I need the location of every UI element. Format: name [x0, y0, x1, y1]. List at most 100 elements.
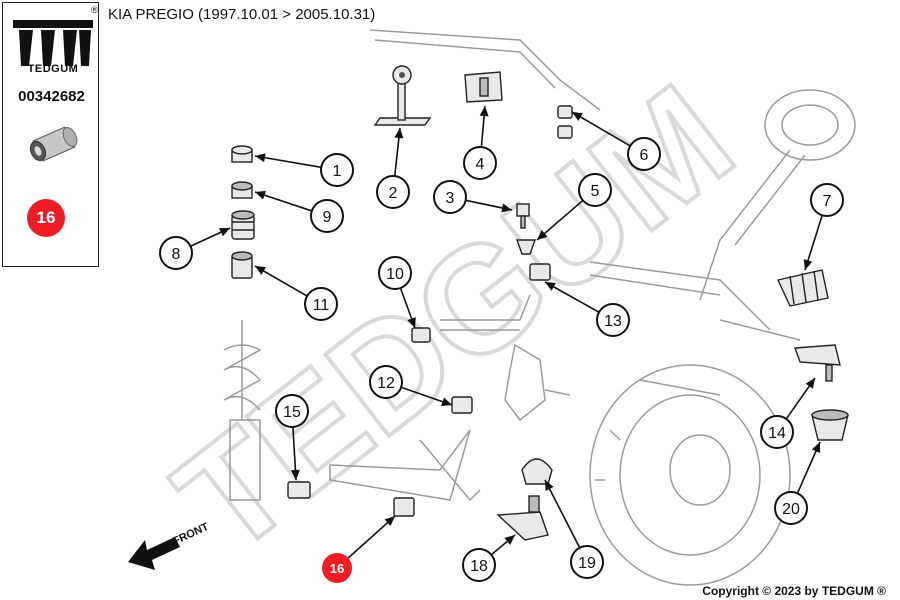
callout-13: 13: [544, 281, 630, 337]
part-ball-joint-18: [496, 495, 549, 541]
callout-number-13: 13: [604, 313, 622, 330]
callout-6: 6: [571, 111, 661, 171]
callout-circle-1: [320, 153, 354, 187]
leader-arrowhead-18: [504, 535, 515, 545]
part-bump-stop-8: [231, 210, 255, 240]
callout-circle-7: [810, 183, 844, 217]
callout-14: 14: [760, 377, 816, 449]
callout-circle-18: [462, 548, 496, 582]
part-bush-9: [231, 181, 253, 199]
part-number: 00342682: [18, 88, 85, 105]
callout-number-12: 12: [377, 375, 395, 392]
callout-number-6: 6: [640, 147, 649, 164]
leader-arrowhead-9: [255, 190, 266, 200]
brand-name: TEDGUM: [27, 63, 79, 75]
leader-arrowhead-11: [255, 266, 266, 275]
callout-circle-6: [627, 137, 661, 171]
callout-circle-8: [159, 236, 193, 270]
leader-arrowhead-2: [394, 128, 404, 139]
part-bush-10: [411, 327, 431, 343]
callout-10: 10: [378, 256, 416, 329]
highlighted-part-badge: 16: [27, 199, 65, 237]
callout-number-8: 8: [172, 246, 181, 263]
part-rack-boot-7: [777, 269, 829, 307]
callout-number-5: 5: [591, 183, 600, 200]
background-assemblies: [223, 29, 856, 586]
callout-2: 2: [376, 127, 410, 209]
leader-arrowhead-16: [384, 516, 395, 527]
callout-number-14: 14: [768, 425, 786, 442]
bushing-thumbnail: [29, 126, 78, 162]
callout-circle-5: [578, 173, 612, 207]
part-bush-13: [529, 263, 551, 281]
part-bush-1: [231, 145, 253, 163]
leader-line-1: [254, 155, 322, 169]
part-bush-16: [393, 497, 415, 517]
part-stab-bush-4: [464, 71, 503, 103]
vehicle-title: KIA PREGIO (1997.10.01 > 2005.10.31): [108, 6, 376, 23]
part-boot-19: [521, 458, 553, 485]
callout-number-9: 9: [323, 209, 332, 226]
leader-arrowhead-8: [219, 228, 230, 237]
part-bush-12: [451, 396, 473, 414]
front-label: FRONT: [171, 521, 211, 548]
callout-number-2: 2: [389, 185, 398, 202]
part-mount-2: [373, 65, 432, 126]
leader-arrowhead-1: [255, 153, 266, 163]
leader-arrowhead-4: [479, 106, 489, 117]
front-direction-arrow: FRONT: [128, 521, 211, 570]
callout-circle-10: [378, 256, 412, 290]
callout-circle-13: [596, 303, 630, 337]
copyright-notice: Copyright © 2023 by TEDGUM ®: [702, 584, 886, 598]
callout-11: 11: [254, 265, 338, 321]
callout-number-10: 10: [386, 266, 404, 283]
callout-8: 8: [159, 227, 231, 270]
leader-line-19: [544, 479, 581, 549]
callout-circle-2: [376, 175, 410, 209]
leader-line-13: [544, 281, 600, 313]
leader-arrowhead-6: [572, 112, 583, 121]
part-boot-20: [811, 409, 849, 441]
callout-18: 18: [462, 534, 516, 582]
callout-number-15: 15: [283, 404, 301, 421]
callout-number-3: 3: [446, 190, 455, 207]
callout-number-18: 18: [470, 558, 488, 575]
leader-arrowhead-7: [803, 259, 813, 270]
callout-9: 9: [254, 190, 344, 233]
callout-3: 3: [433, 180, 513, 214]
leader-arrowhead-14: [805, 378, 815, 389]
callout-4: 4: [463, 105, 497, 180]
callout-15: 15: [275, 394, 309, 481]
leader-arrowhead-15: [290, 469, 300, 480]
leader-arrowhead-19: [545, 480, 554, 491]
registered-mark: ®: [91, 5, 98, 15]
sidebar-panel: TEDGUM ® 00342682 16: [2, 2, 99, 267]
callout-circle-4: [463, 146, 497, 180]
callout-circle-9: [310, 199, 344, 233]
part-bush-11: [231, 251, 253, 279]
leader-line-16: [347, 515, 396, 559]
suspension-diagram: TEDGUM: [128, 29, 856, 587]
callout-5: 5: [536, 173, 612, 241]
leader-arrowhead-3: [501, 203, 512, 213]
callout-circle-12: [369, 365, 403, 399]
callout-12: 12: [369, 365, 453, 406]
leader-line-5: [536, 199, 584, 241]
part-bushes-6: [557, 105, 573, 139]
part-bush-15: [287, 481, 311, 499]
part-boot-5: [516, 239, 536, 255]
callout-number-1: 1: [333, 163, 342, 180]
callout-circle-19: [570, 545, 604, 579]
callout-number-19: 19: [578, 555, 596, 572]
callout-circle-14: [760, 415, 794, 449]
callout-circle-11: [304, 287, 338, 321]
callout-16: 16: [322, 515, 396, 583]
leader-line-6: [571, 111, 631, 147]
part-tie-rod-14: [794, 344, 841, 382]
leader-arrowhead-5: [537, 230, 548, 240]
callout-20: 20: [774, 441, 821, 525]
leader-line-11: [254, 265, 308, 297]
callout-19: 19: [544, 479, 604, 579]
part-ball-joint-3: [516, 203, 530, 229]
